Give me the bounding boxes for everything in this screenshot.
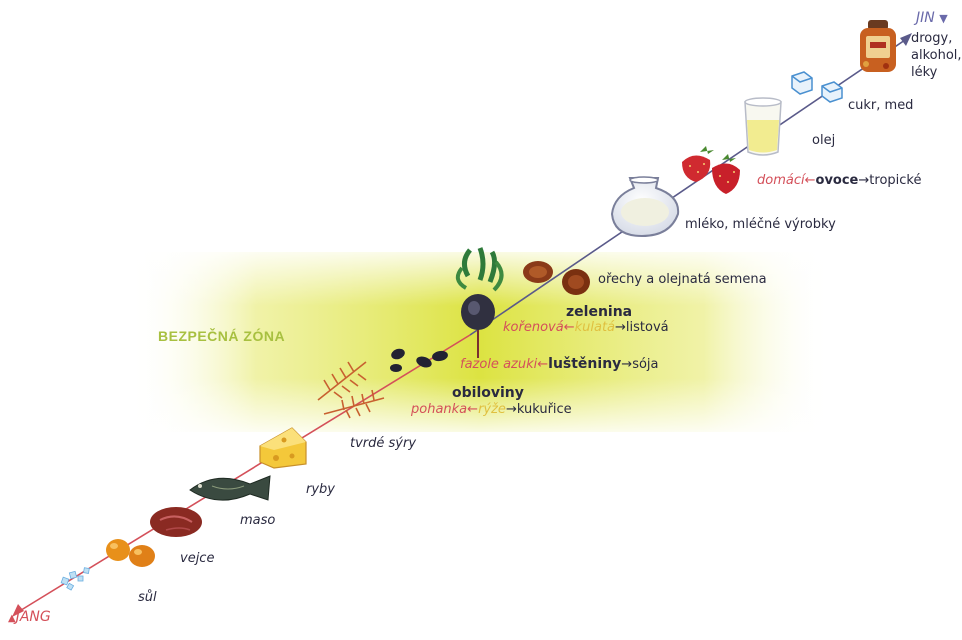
ovoce-center: ovoce — [815, 173, 859, 188]
jin-item: drogy, — [911, 31, 953, 46]
lusteniny-arrow-left: ← — [537, 357, 549, 372]
zelenina-arrow-right: → — [615, 320, 626, 335]
label-vejce: vejce — [180, 551, 215, 566]
beet-icon — [455, 247, 504, 358]
obiloviny-right: kukuřice — [516, 402, 572, 417]
fish-icon — [189, 475, 271, 501]
wheat-icon — [317, 361, 385, 419]
obiloviny-arrow-left: ← — [467, 402, 479, 417]
zelenina-right: listová — [625, 320, 669, 335]
jin-item: alkohol, — [911, 48, 962, 63]
nuts-icon — [523, 261, 590, 295]
label-cukr: cukr, med — [848, 98, 914, 113]
oil-glass-icon — [744, 97, 782, 156]
jang-marker-icon: ▲ — [8, 613, 16, 624]
lusteniny-left: fazole azuki — [460, 357, 538, 372]
jin-item: léky — [911, 65, 938, 80]
jang-label: ▲JANG — [8, 609, 51, 625]
lusteniny-arrow-right: → — [621, 357, 633, 372]
zelenina-arrow-left: ← — [563, 320, 575, 335]
jar-icon — [860, 20, 896, 72]
ovoce-arrow-right: → — [858, 173, 870, 188]
label-zelenina: kořenová←kulatá→listová — [503, 320, 669, 335]
ovoce-right: tropické — [869, 173, 922, 188]
label-ryby: ryby — [306, 482, 335, 497]
jin-text: JIN — [916, 10, 935, 26]
jin-marker-icon: ▼ — [939, 12, 948, 25]
obiloviny-left: pohanka — [411, 402, 468, 417]
zelenina-left: kořenová — [503, 320, 564, 335]
strawberry-icon — [682, 146, 740, 194]
jin-items: drogy, alkohol, léky — [911, 30, 962, 81]
label-olej: olej — [812, 133, 836, 148]
label-obiloviny: pohanka←rýže→kukuřice — [411, 402, 572, 417]
beans-icon — [390, 348, 448, 372]
label-ovoce: domácí←ovoce→tropické — [757, 173, 921, 188]
label-sul: sůl — [138, 590, 157, 605]
label-zelenina-title: zelenina — [566, 304, 633, 320]
label-lusteniny: fazole azuki←luštěniny→sója — [460, 356, 659, 372]
label-mleko: mléko, mléčné výrobky — [685, 217, 836, 232]
sugar-cube-icon — [791, 71, 843, 103]
safe-zone-label: BEZPEČNÁ ZÓNA — [158, 328, 286, 344]
lusteniny-center: luštěniny — [548, 356, 622, 372]
label-obiloviny-title: obiloviny — [452, 385, 524, 401]
meat-icon — [150, 507, 202, 537]
zelenina-center: kulatá — [574, 320, 616, 335]
milk-jug-icon — [610, 176, 680, 238]
eggs-icon — [106, 539, 155, 567]
jang-text: JANG — [15, 609, 51, 625]
ovoce-left: domácí — [757, 173, 805, 188]
label-orechy: ořechy a olejnatá semena — [598, 272, 767, 287]
safe-zone-band-fade — [130, 252, 830, 432]
salt-icon — [60, 567, 90, 591]
obiloviny-arrow-right: → — [505, 402, 517, 417]
jin-label: JIN ▼ — [916, 10, 948, 26]
label-maso: maso — [240, 513, 276, 528]
cheese-icon — [259, 427, 307, 469]
lusteniny-right: sója — [632, 357, 659, 372]
axis-arrowhead-bottom — [12, 604, 24, 617]
label-syry: tvrdé sýry — [350, 436, 417, 451]
axis-arrowhead-top — [900, 33, 912, 46]
ovoce-arrow-left: ← — [804, 173, 816, 188]
axis-line-lower — [17, 334, 471, 613]
obiloviny-center: rýže — [478, 402, 506, 417]
